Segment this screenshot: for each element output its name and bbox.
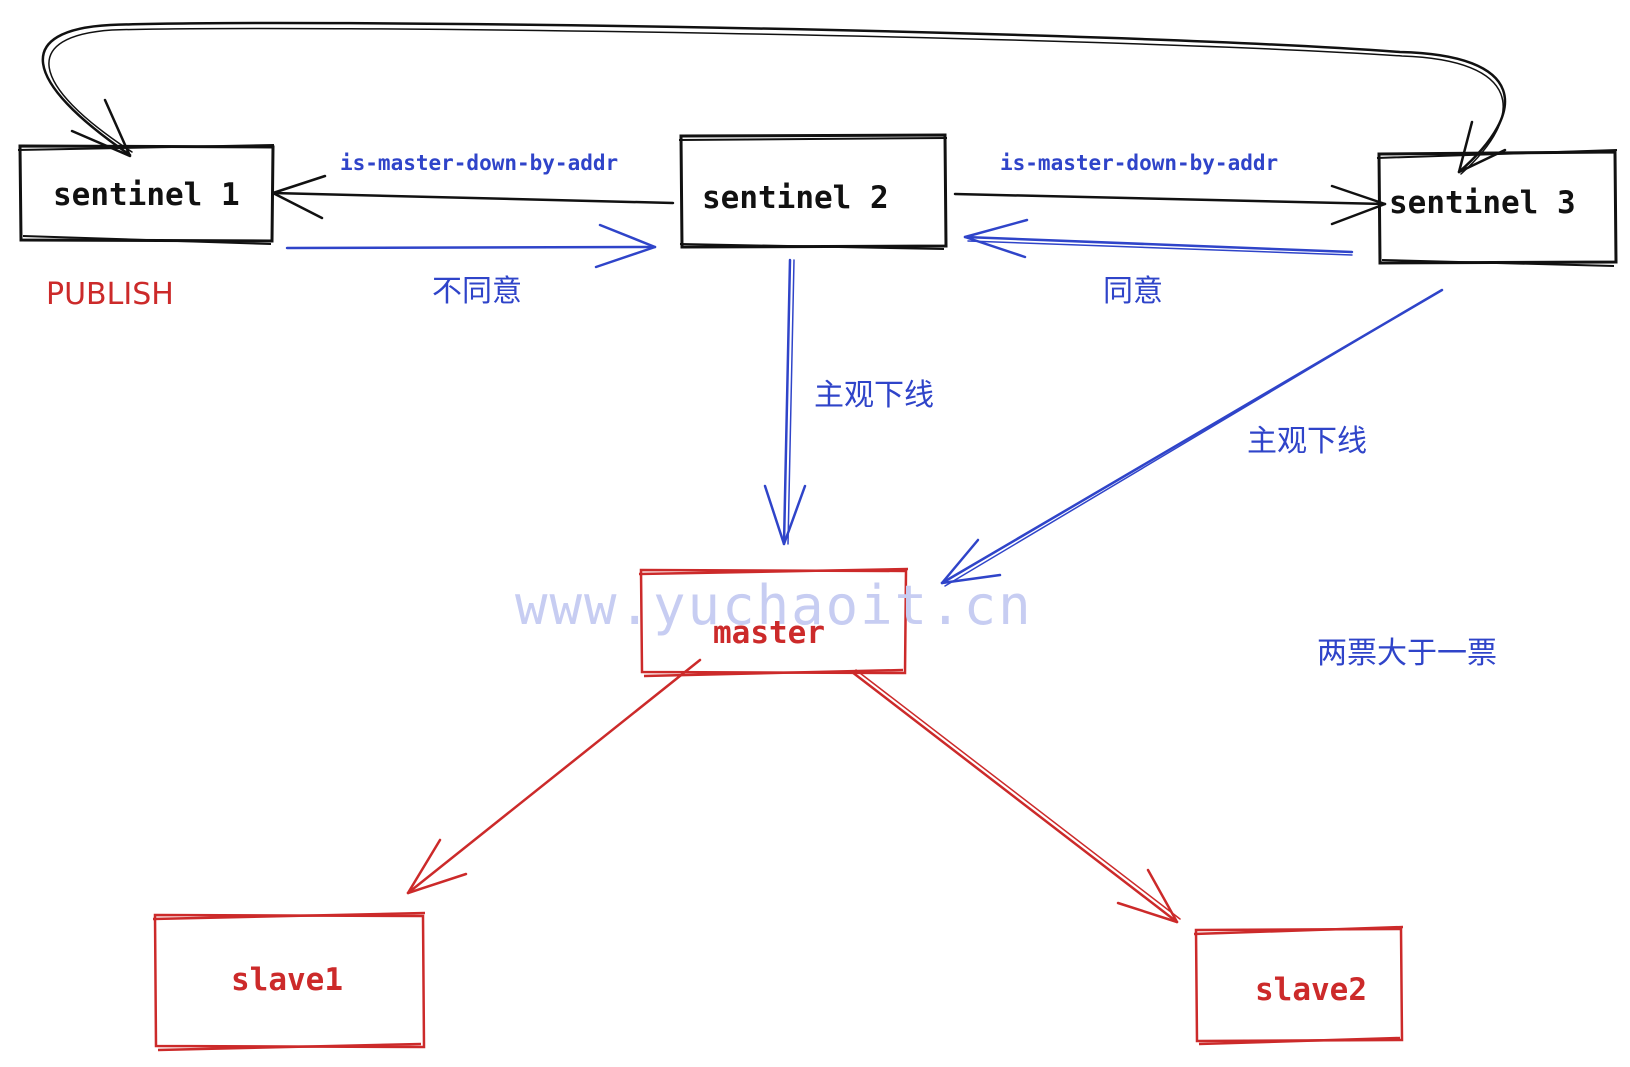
arrow-master-to-slave2 <box>850 669 1181 924</box>
loop-arrow-sentinel3-to-sentinel1 <box>41 21 1507 175</box>
arrow-sentinel2-to-master <box>763 258 807 546</box>
arrow-sentinel2-to-sentinel1 <box>271 174 675 220</box>
slave2-box <box>1193 925 1404 1046</box>
publish-label: PUBLISH <box>46 277 174 312</box>
agree-label: 同意 <box>1103 274 1163 309</box>
arrow-disagree-sentinel1-to-sentinel2 <box>285 223 657 269</box>
votes-label: 两票大于一票 <box>1317 636 1497 671</box>
slave1-box <box>152 911 426 1052</box>
sentinel-1-box <box>17 144 275 245</box>
command-label-right: is-master-down-by-addr <box>1000 151 1278 175</box>
sentinel-1-label: sentinel 1 <box>53 177 240 213</box>
master-label: master <box>713 615 825 651</box>
sentinel-2-box <box>678 133 948 250</box>
slave2-label: slave2 <box>1255 972 1367 1008</box>
sentinel-3-label: sentinel 3 <box>1389 185 1576 221</box>
slave1-label: slave1 <box>231 962 343 998</box>
sentinel-2-label: sentinel 2 <box>702 180 889 216</box>
master-box <box>638 567 909 678</box>
command-label-left: is-master-down-by-addr <box>340 151 618 175</box>
arrow-sentinel3-to-master <box>940 288 1444 587</box>
arrow-agree-sentinel3-to-sentinel2 <box>963 218 1354 259</box>
arrow-master-to-slave1 <box>406 658 702 895</box>
subjective-down-label-sentinel2: 主观下线 <box>814 378 934 413</box>
watermark-text: www.yuchaoit.cn <box>515 574 1033 637</box>
disagree-label: 不同意 <box>432 274 522 309</box>
subjective-down-label-sentinel3: 主观下线 <box>1247 424 1367 459</box>
arrow-sentinel2-to-sentinel3 <box>953 184 1387 226</box>
